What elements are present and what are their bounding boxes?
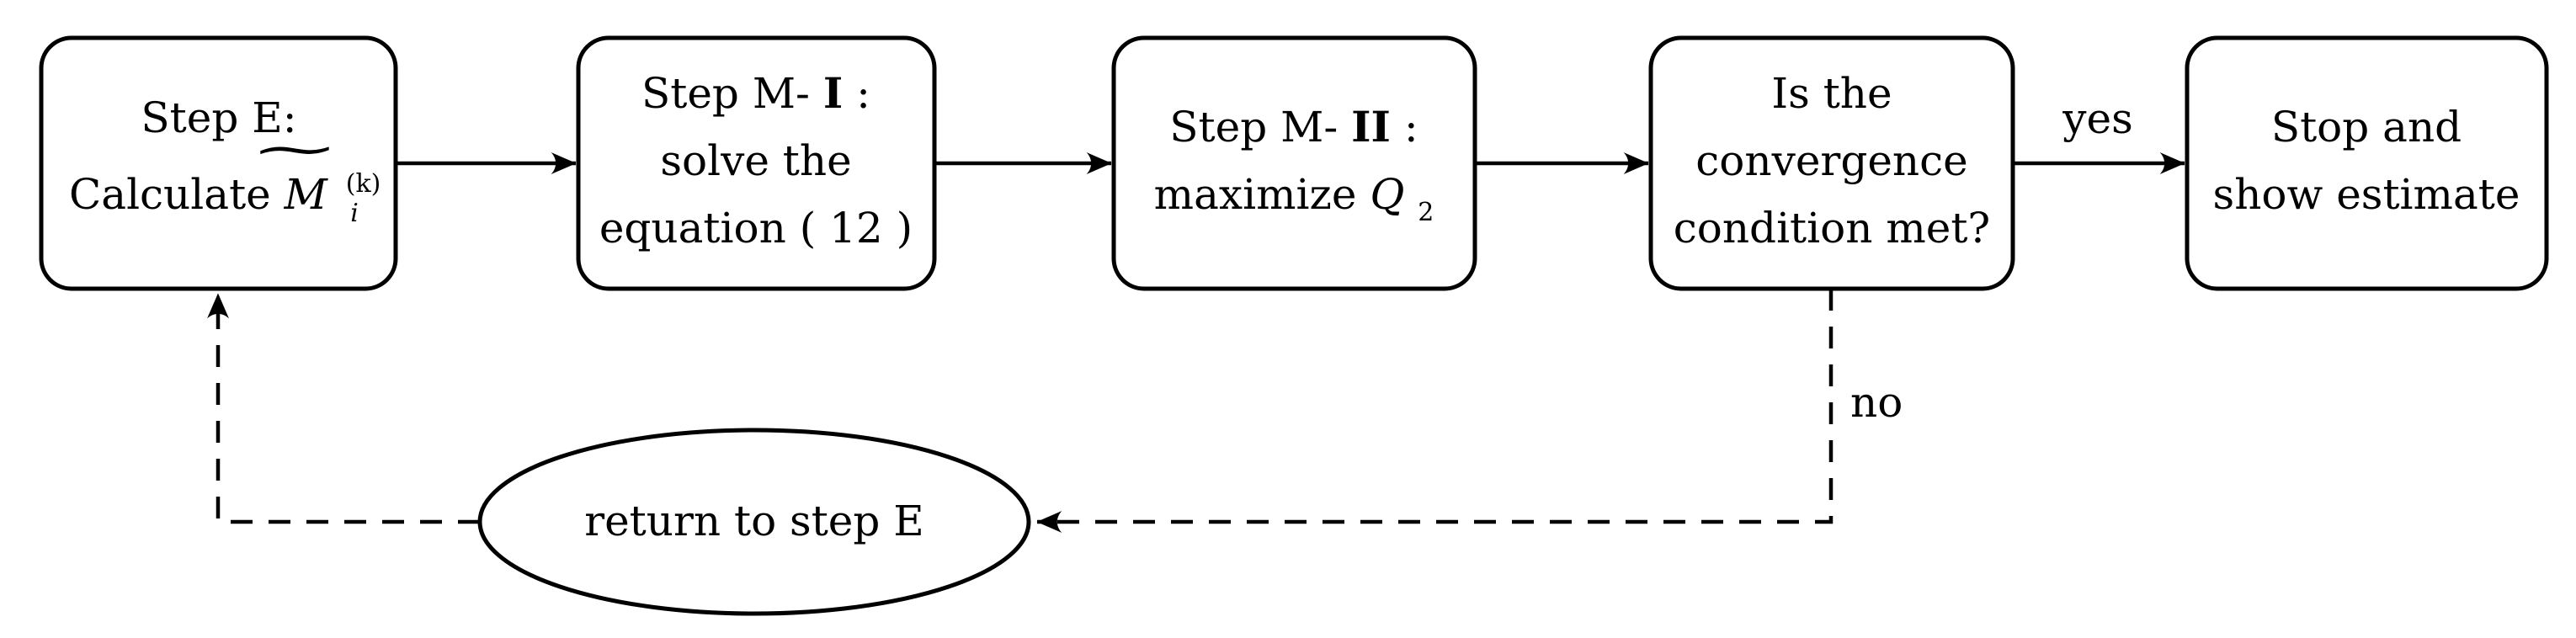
step-m1-line3-suffix: ) xyxy=(897,204,913,253)
step-m1-title: Step M- I : xyxy=(641,68,870,118)
loop-ellipse xyxy=(477,428,1031,616)
step-m2-line2-text: maximize xyxy=(1154,170,1370,219)
node-step-e-box xyxy=(39,35,398,291)
decision-line2: convergence xyxy=(1695,136,1967,185)
step-m1-line3: equation ( 12 ) xyxy=(599,204,913,253)
edge-label-yes: yes xyxy=(2062,94,2133,143)
step-m2-title-numeral: II xyxy=(1351,102,1391,152)
step-e-title: Step E: xyxy=(141,93,296,142)
step-m2-line2: maximize Q 2 xyxy=(1154,170,1434,227)
node-stop-box xyxy=(2185,35,2549,291)
step-e-symbol-sup: (k) xyxy=(346,169,381,199)
feedback-edge-return xyxy=(207,293,480,524)
decision-line3: condition met? xyxy=(1674,204,1991,253)
step-m1-line2: solve the xyxy=(660,136,851,185)
feedback-edge-no xyxy=(1036,289,1834,533)
equation-ref-link[interactable]: 12 xyxy=(829,204,883,253)
step-m2-symbol: Q xyxy=(1370,170,1404,219)
step-m2-title-prefix: Step M- xyxy=(1169,103,1338,152)
widetilde-accent: ∼ xyxy=(249,122,341,176)
step-m2-symbol-sub: 2 xyxy=(1418,198,1434,227)
stop-line1: Stop and xyxy=(2271,103,2462,152)
step-m1-title-numeral: I xyxy=(823,68,843,118)
step-e-symbol-sub: i xyxy=(350,199,359,228)
step-e-body: Calculate M (k) i xyxy=(69,153,394,228)
step-e-body-text: Calculate xyxy=(69,170,285,219)
step-m1-title-prefix: Step M- xyxy=(641,69,810,118)
loop-label: return to step E xyxy=(584,497,924,545)
step-m1-title-colon: : xyxy=(856,69,870,118)
decision-line1: Is the xyxy=(1771,69,1892,118)
step-m2-title-colon: : xyxy=(1404,103,1418,152)
step-m1-line3-prefix: equation ( xyxy=(599,204,816,253)
edge-label-no: no xyxy=(1850,378,1903,427)
node-step-m2-box xyxy=(1111,35,1477,291)
step-m2-title: Step M- II : xyxy=(1169,102,1418,152)
step-e-symbol: M xyxy=(284,170,329,219)
stop-line2: show estimate xyxy=(2213,170,2520,219)
